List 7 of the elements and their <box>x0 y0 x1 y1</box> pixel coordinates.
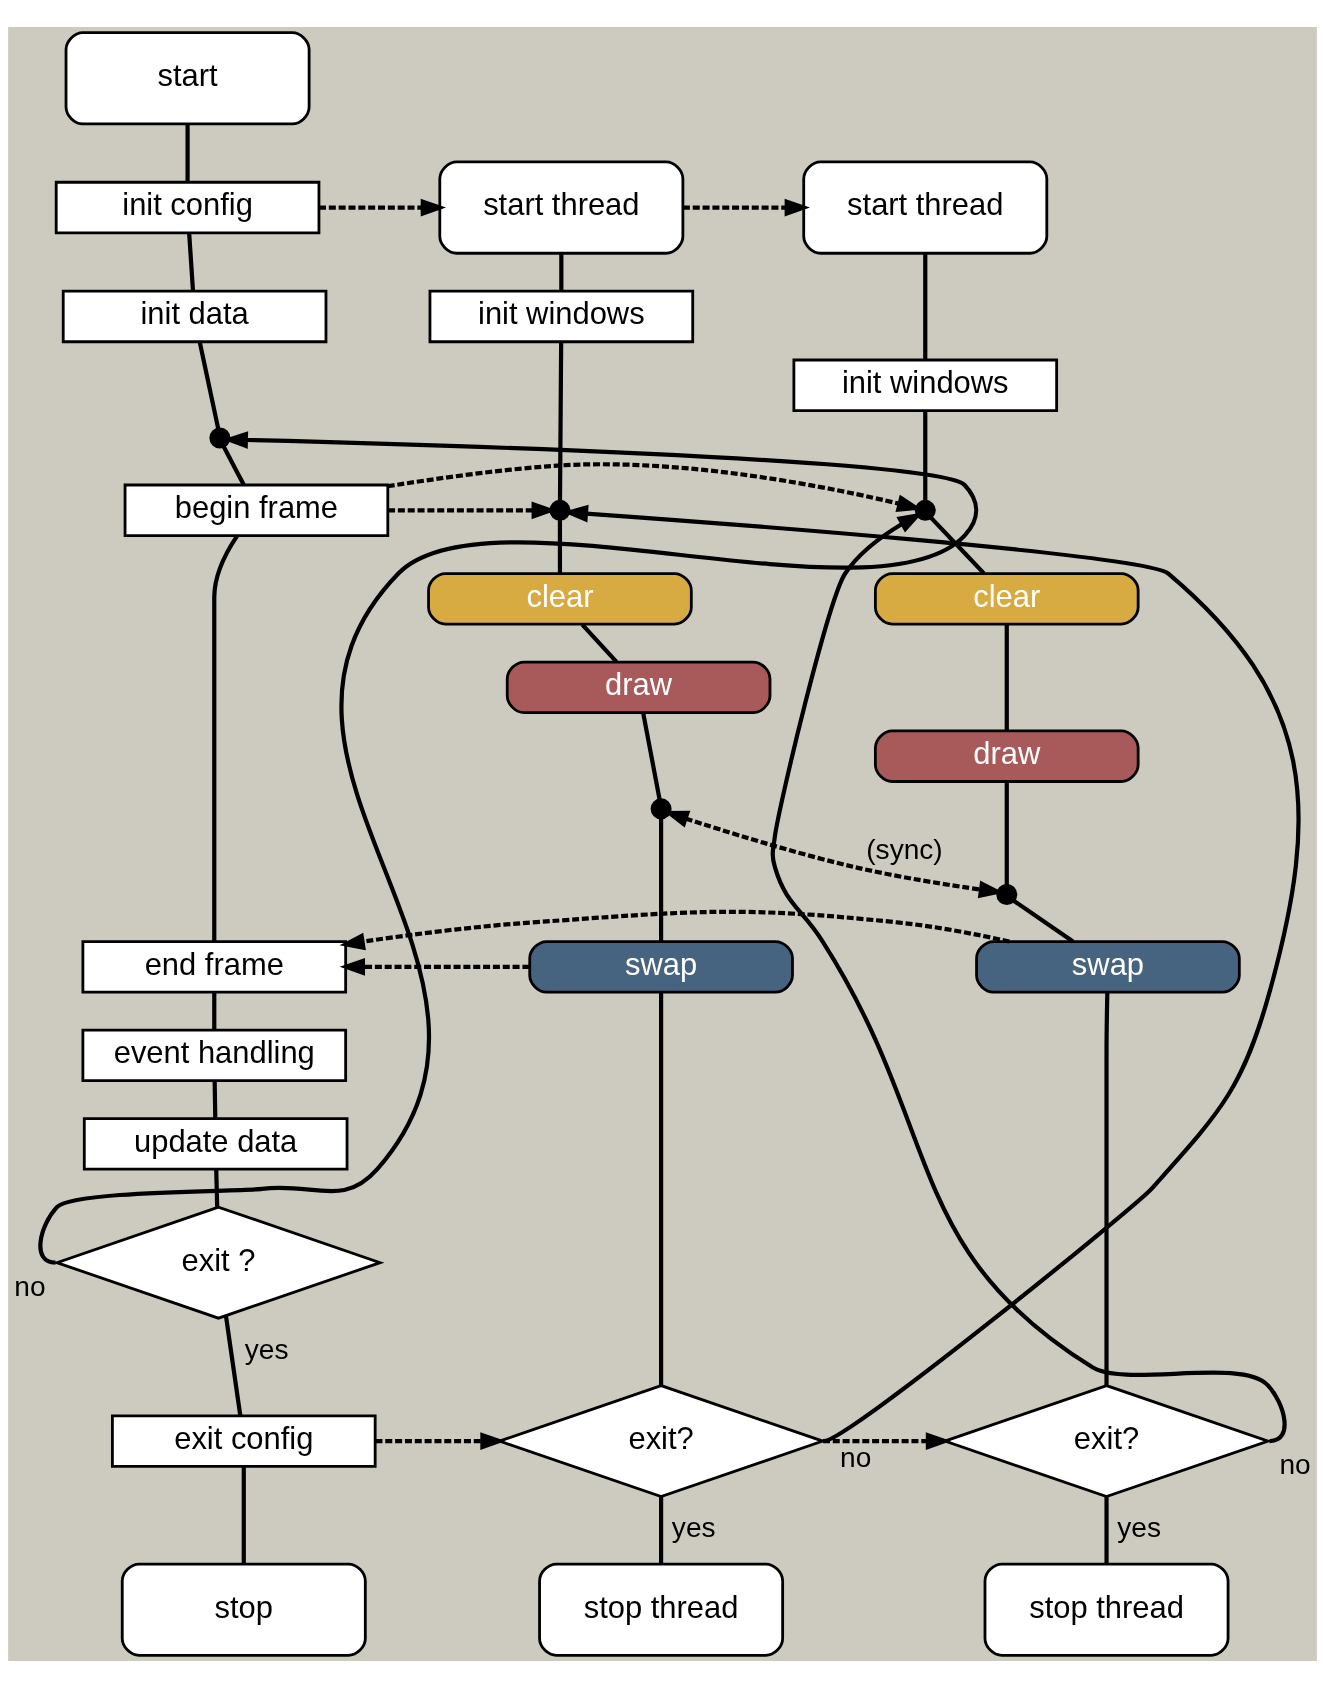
edge-label: yes <box>671 1512 716 1544</box>
edge-label: yes <box>1117 1512 1162 1544</box>
edge-label: no <box>1279 1449 1311 1481</box>
edge-label: (sync) <box>866 833 943 865</box>
edge-label: no <box>14 1270 46 1302</box>
edge-label: no <box>840 1441 872 1473</box>
edge-label: yes <box>244 1333 289 1365</box>
